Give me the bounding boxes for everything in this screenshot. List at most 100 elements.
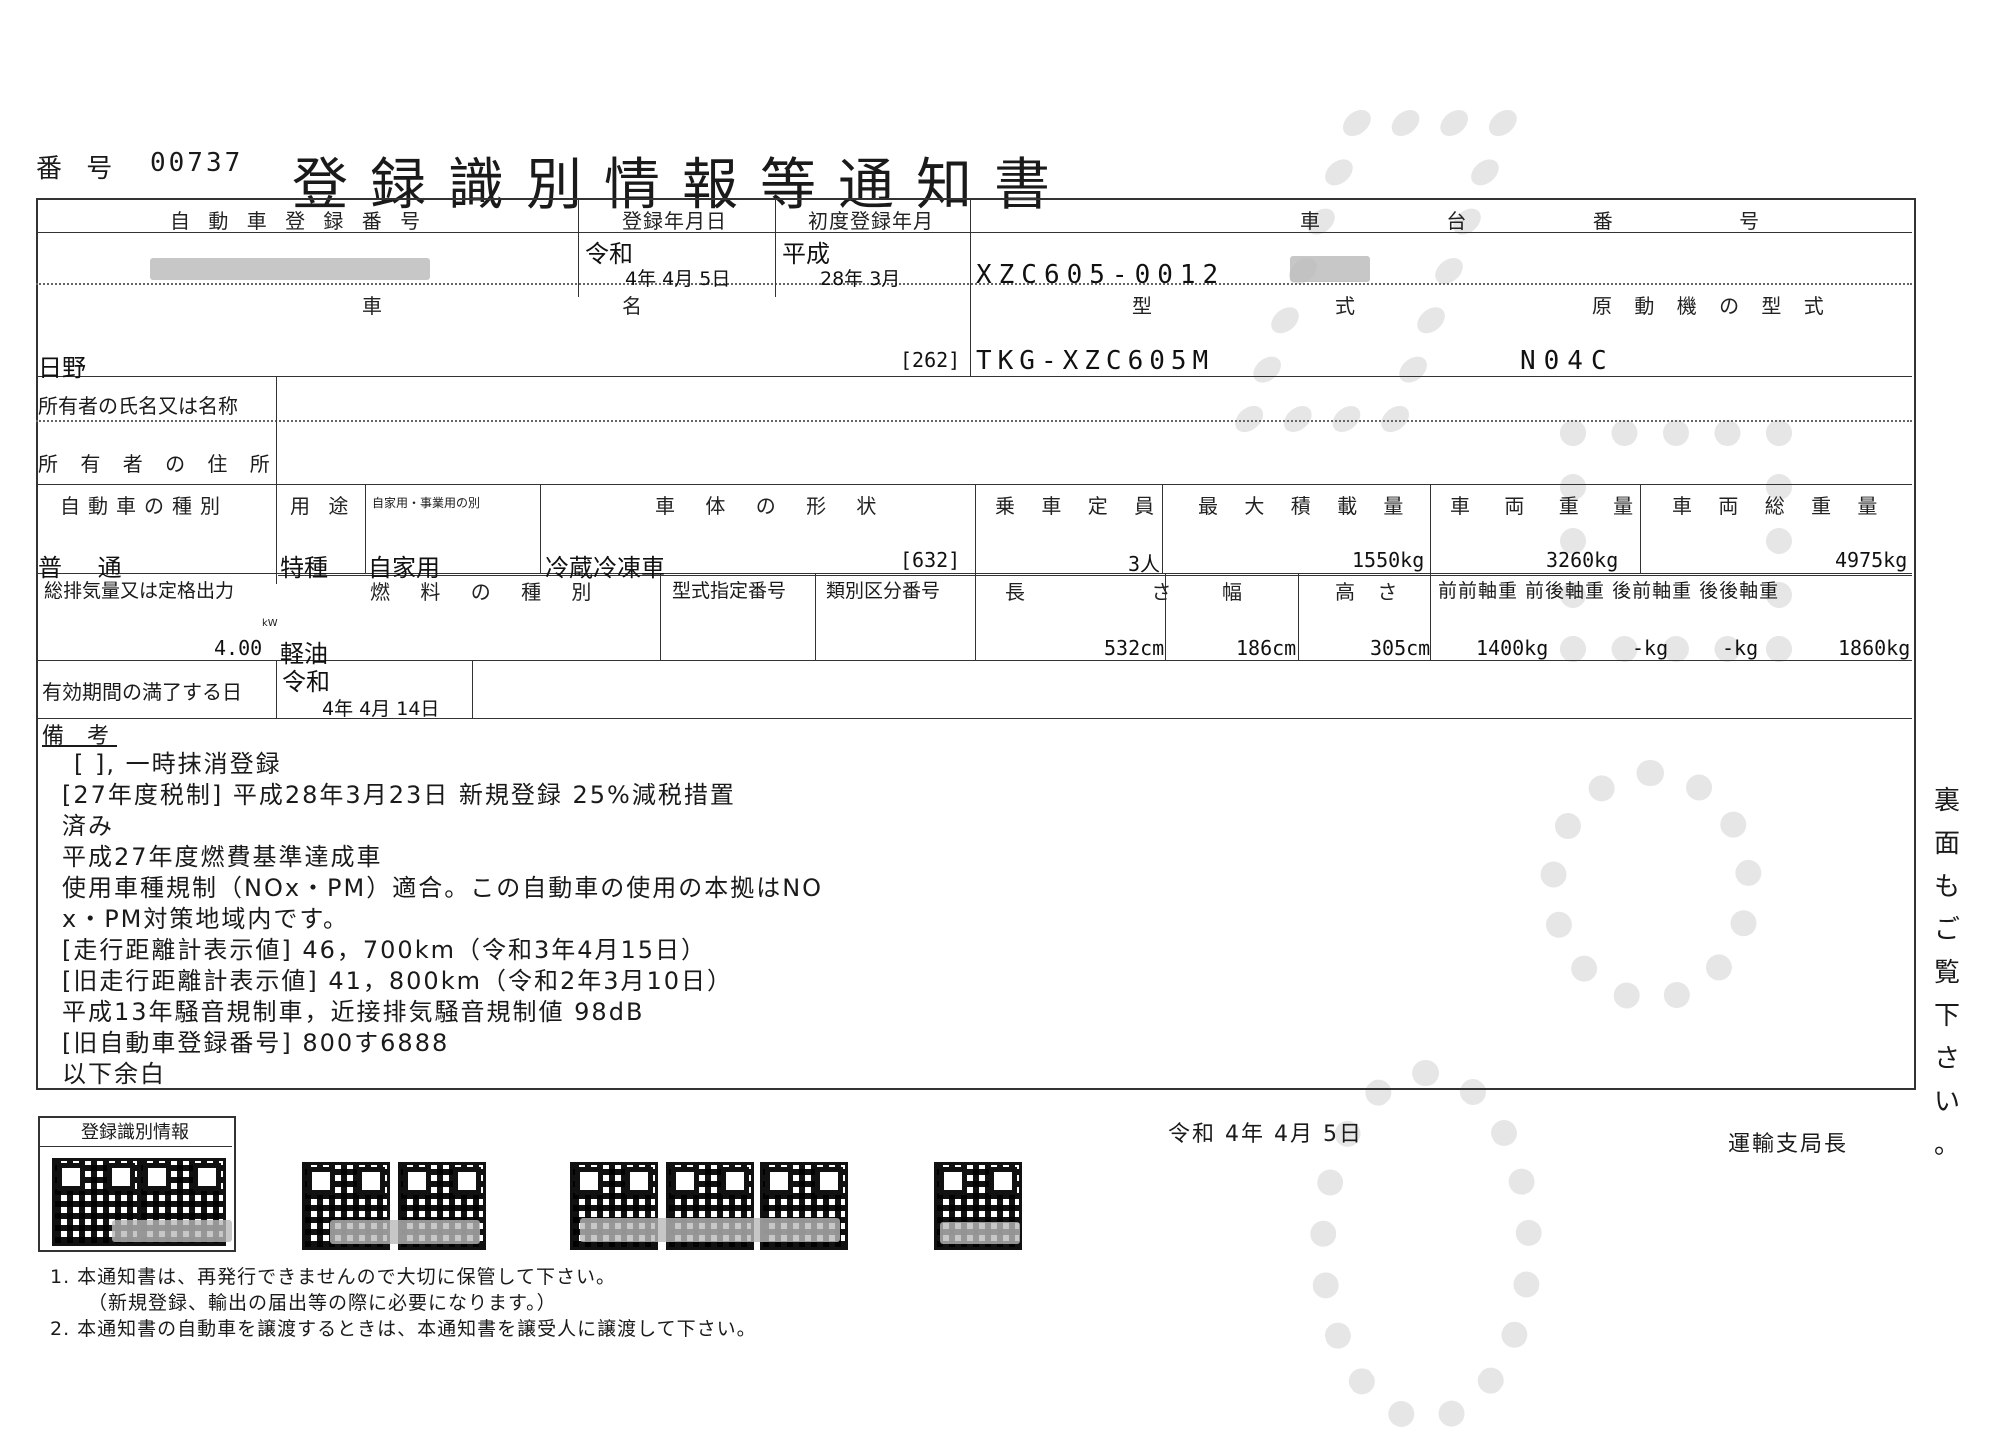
axle-ff: 1400kg bbox=[1476, 636, 1549, 660]
row-divider bbox=[36, 376, 1912, 377]
label-expiry: 有効期間の満了する日 bbox=[42, 680, 242, 704]
remarks-list: [ ], 一時抹消登録 [27年度税制] 平成28年3月23日 新規登録 25%… bbox=[62, 744, 824, 1088]
footer-note: 1. 本通知書は、再発行できませんので大切に保管して下さい。 bbox=[50, 1266, 617, 1288]
row-divider bbox=[278, 575, 1912, 576]
label-owner-address: 所 有 者 の 住 所 bbox=[38, 452, 278, 476]
label-fuel-type: 燃 料 の 種 別 bbox=[370, 580, 604, 604]
col-divider bbox=[1640, 484, 1641, 573]
registration-era: 令和 bbox=[585, 240, 633, 268]
row-divider bbox=[36, 232, 1912, 233]
use: 特種 bbox=[280, 554, 328, 582]
registration-date: 4年 4月 5日 bbox=[625, 268, 731, 290]
vehicle-weight: 3260kg bbox=[1546, 548, 1619, 572]
side-note-char: 覧 bbox=[1933, 958, 1960, 988]
col-divider bbox=[660, 573, 661, 660]
remark-line: [旧走行距離計表示値] 41，800km（令和2年3月10日） bbox=[62, 967, 734, 995]
col-divider bbox=[1298, 573, 1299, 660]
label-private-business: 自家用・事業用の別 bbox=[372, 496, 481, 510]
issuer: 運輸支局長 bbox=[1728, 1132, 1849, 1157]
max-load: 1550kg bbox=[1352, 548, 1425, 572]
side-note-char: さ bbox=[1933, 1044, 1960, 1074]
redacted-qr-text bbox=[580, 1218, 840, 1242]
label-remarks: 備 考 bbox=[42, 724, 117, 749]
label-vehicle-weight: 車 両 重 量 bbox=[1450, 494, 1648, 518]
axle-fr: -kg bbox=[1632, 636, 1669, 660]
label-height: 高 さ bbox=[1335, 580, 1406, 604]
col-divider bbox=[975, 484, 976, 573]
remark-line: [ ], 一時抹消登録 bbox=[74, 750, 282, 778]
label-first-registration: 初度登録年月 bbox=[808, 209, 934, 233]
side-note: 裏 面 も ご 覧 下 さ い 。 bbox=[1932, 780, 1962, 1167]
label-body-shape: 車 体 の 形 状 bbox=[655, 494, 889, 518]
width: 186cm bbox=[1236, 636, 1297, 660]
col-divider bbox=[815, 573, 816, 660]
col-divider bbox=[970, 198, 971, 376]
col-divider bbox=[775, 198, 776, 297]
row-divider bbox=[36, 283, 1912, 285]
label-gross-weight: 車 両 総 重 量 bbox=[1672, 494, 1888, 518]
label-width: 幅 bbox=[1222, 580, 1248, 604]
fuel-type: 軽油 bbox=[280, 640, 328, 668]
label-model-1: 型 bbox=[1132, 294, 1158, 318]
number-label: 番 号 bbox=[36, 154, 121, 184]
remark-line: 使用車種規制（NOx・PM）適合。この自動車の使用の本拠はNO bbox=[62, 874, 824, 902]
side-note-char: 。 bbox=[1933, 1130, 1960, 1160]
footer-note: （新規登録、輸出の届出等の際に必要になります。） bbox=[88, 1292, 557, 1314]
col-divider bbox=[472, 660, 473, 718]
qr-box-label: 登録識別情報 bbox=[38, 1116, 232, 1147]
expiry-era: 令和 bbox=[282, 668, 330, 696]
row-divider bbox=[36, 484, 1912, 485]
col-divider bbox=[540, 484, 541, 573]
capacity: 3人 bbox=[1128, 552, 1161, 576]
first-registration-date: 28年 3月 bbox=[820, 268, 901, 290]
label-owner-name: 所有者の氏名又は名称 bbox=[38, 394, 238, 418]
label-vehicle-type: 自動車の種別 bbox=[60, 494, 228, 518]
col-divider bbox=[276, 660, 277, 718]
label-max-load: 最 大 積 載 量 bbox=[1198, 494, 1414, 518]
label-length: 長 さ bbox=[1005, 580, 1232, 604]
first-registration-era: 平成 bbox=[782, 240, 830, 268]
col-divider bbox=[1165, 573, 1166, 660]
axle-rf: -kg bbox=[1722, 636, 1759, 660]
redacted-qr-text bbox=[940, 1222, 1020, 1244]
number-value: 00737 bbox=[150, 148, 244, 178]
redacted-registration-number bbox=[150, 258, 430, 280]
row-divider bbox=[36, 573, 1912, 574]
row-divider bbox=[36, 660, 1912, 661]
label-registration-date: 登録年月日 bbox=[622, 209, 727, 233]
col-divider bbox=[578, 198, 579, 297]
side-note-char: 下 bbox=[1933, 1001, 1960, 1031]
label-engine-model: 原 動 機 の 型 式 bbox=[1592, 294, 1832, 318]
side-note-char: も bbox=[1933, 872, 1960, 902]
remark-line: 済み bbox=[62, 812, 114, 840]
background-mark bbox=[1560, 420, 1792, 662]
displacement-unit: kW bbox=[262, 618, 278, 629]
page-title: 登録識別情報等通知書 bbox=[292, 153, 1072, 218]
col-divider bbox=[1162, 484, 1163, 573]
label-registration-number: 自 動 車 登 録 番 号 bbox=[170, 209, 427, 233]
displacement: 4.00 bbox=[214, 636, 263, 660]
axle-rr: 1860kg bbox=[1838, 636, 1911, 660]
row-divider bbox=[36, 420, 1912, 422]
vehicle-type: 普 通 bbox=[38, 554, 136, 582]
label-category-number: 類別区分番号 bbox=[826, 580, 941, 602]
col-divider bbox=[276, 376, 277, 484]
label-model-2: 式 bbox=[1335, 294, 1361, 318]
footer-note: 2. 本通知書の自動車を譲渡するときは、本通知書を譲受人に譲渡して下さい。 bbox=[50, 1318, 757, 1340]
redacted-qr-text bbox=[112, 1220, 232, 1242]
qr-info-box bbox=[38, 1116, 236, 1252]
col-divider bbox=[975, 573, 976, 660]
label-use: 用 途 bbox=[290, 494, 355, 518]
height: 305cm bbox=[1370, 636, 1431, 660]
row-divider bbox=[36, 718, 1912, 719]
private-business: 自家用 bbox=[368, 554, 440, 582]
side-note-char: い bbox=[1933, 1087, 1960, 1117]
label-type-designation: 型式指定番号 bbox=[672, 580, 787, 602]
expiry-date: 4年 4月 14日 bbox=[322, 698, 440, 720]
remark-line: [走行距離計表示値] 46，700km（令和3年4月15日） bbox=[62, 936, 708, 964]
length: 532cm bbox=[1104, 636, 1165, 660]
chassis-number: XZC605-0012 bbox=[976, 260, 1226, 290]
side-note-char: 裏 bbox=[1933, 786, 1960, 816]
engine-model: N04C bbox=[1520, 346, 1615, 376]
label-displacement: 総排気量又は定格出力 bbox=[44, 580, 235, 602]
